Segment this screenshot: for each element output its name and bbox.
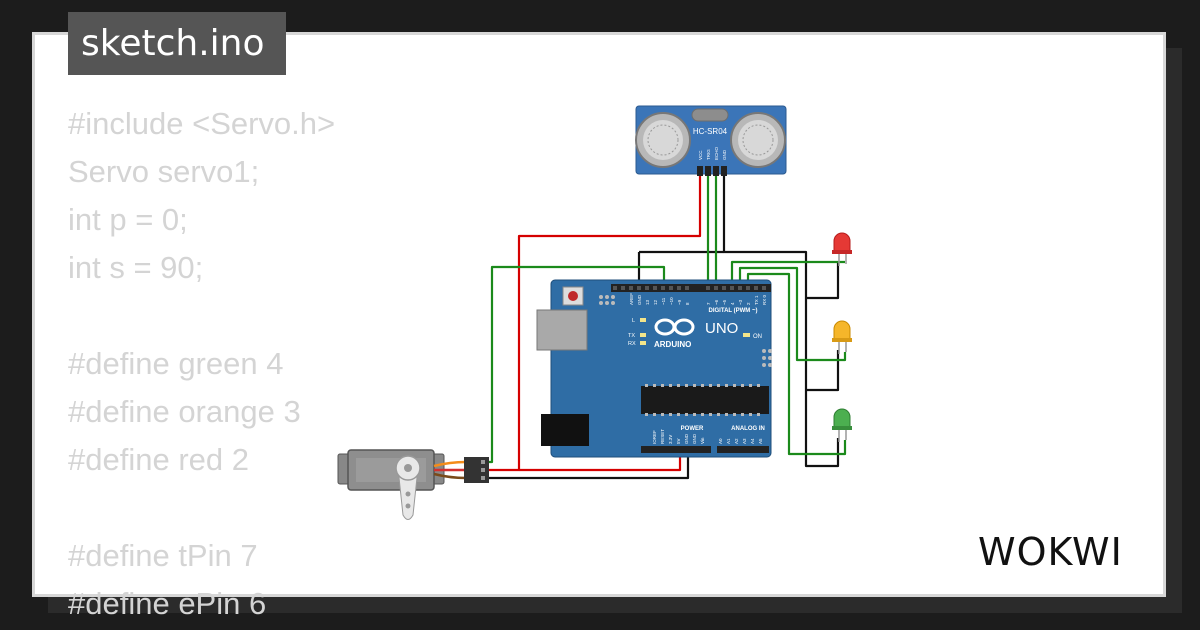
analog-pin-label: A4 [750,438,755,444]
on-led [743,333,750,337]
analog-pin-label: A1 [726,438,731,444]
led-green[interactable] [832,408,852,442]
icsp-header-2 [762,349,772,367]
pin-label-digital: 13 [645,299,650,305]
pin-label-digital: ~9 [677,299,682,305]
power-pin-label: 5V [676,438,681,444]
board-led-label: RX [628,341,636,347]
wire-black-led-orange [804,298,840,392]
pin-label-digital: ~10 [669,297,674,305]
pin-label-digital: 2 [746,302,751,305]
usb-port [536,309,588,351]
code-line: #define green 4 [68,346,284,381]
sensor-pin-headers [697,166,727,176]
power-pin-label: 3.3V [668,435,673,444]
analog-header [717,446,769,453]
pin-label-gnd: GND [637,294,642,305]
atmega-chip [641,384,769,416]
sensor-transducer-right [730,112,786,168]
led-orange[interactable] [832,320,852,354]
wokwi-logo: WOKWI [978,530,1123,574]
power-label: POWER [681,426,704,432]
pin-label-digital: ~6 [714,299,719,305]
board-led-label: TX [628,333,635,339]
pin-label-digital: 4 [730,302,735,305]
analog-pin-label: A2 [734,438,739,444]
arduino-logo-icon [654,318,695,336]
led-red[interactable] [832,232,852,266]
sensor-pin-label: VCC [698,150,703,160]
board-led-label: L [632,318,635,324]
wire-green-led-red [730,260,845,284]
pin-label-digital: ~5 [722,299,727,305]
code-line: int p = 0; [68,202,188,237]
pin-label-digital: RX 0 [762,294,767,305]
power-header [641,446,711,453]
sensor-model-label: HC-SR04 [693,127,728,136]
digital-header [611,284,771,292]
code-line: Servo servo1; [68,154,260,189]
board-leds [640,318,646,345]
wire-black-sensor-gnd [722,168,840,300]
pin-label-aref: AREF [629,293,634,305]
pin-label-digital: 8 [685,302,690,305]
code-line: #define ePin 6 [68,586,267,621]
analog-pin-label: A0 [718,438,723,444]
sketch-title-tab[interactable]: sketch.ino [68,12,286,75]
code-line: #define orange 3 [68,394,301,429]
sensor-pin-label: TRIG [706,149,711,160]
servo-connector [464,457,489,483]
pin-label-digital: 12 [653,299,658,305]
wire-black-led-green [804,390,840,468]
analog-in-label: ANALOG IN [731,426,765,432]
wokwi-brand-text: WOKWI [978,530,1123,574]
pin-label-digital: ~11 [661,297,666,305]
power-pin-label: RESET [660,429,665,444]
sensor-pin-label: GND [722,149,727,160]
code-line: int s = 90; [68,250,204,285]
on-label: ON [753,334,762,340]
pin-label-digital: TX 1 [754,295,759,305]
wire-red-vcc [479,168,702,472]
code-preview: #include <Servo.h> Servo servo1; int p =… [68,100,468,621]
pin-label-digital: ~3 [738,299,743,305]
code-line: #include <Servo.h> [68,106,336,141]
analog-pin-label: A3 [742,438,747,444]
digital-header-pins [613,286,766,290]
power-jack [541,414,589,446]
sensor-pin-label: ECHO [714,146,719,160]
servo-cable [433,460,467,480]
servo-motor[interactable] [337,449,489,520]
arduino-uno-board[interactable]: AREF GND 13 12 ~11 ~10 ~9 8 7 ~6 ~5 4 ~3… [536,279,772,458]
power-pin-label: GND [692,433,697,444]
icsp-header [599,295,615,305]
code-line: #define red 2 [68,442,249,477]
sensor-transducer-left [635,112,691,168]
arduino-brand-label: ARDUINO [654,340,691,349]
sketch-title: sketch.ino [81,23,265,64]
wire-green-led-green [746,272,847,456]
code-line: #define tPin 7 [68,538,258,573]
uno-model-label: UNO [705,320,738,337]
pin-label-digital: 7 [706,302,711,305]
power-pin-label: GND [684,433,689,444]
hc-sr04-sensor[interactable]: HC-SR04 VCC TRIG ECHO GND [635,105,787,176]
analog-pin-label: A5 [758,438,763,444]
power-pin-label: IOREF [652,430,657,444]
power-pin-label: Vin [700,437,705,444]
wire-green-led-orange [738,266,847,362]
digital-pwm-label: DIGITAL (PWM ~) [709,308,758,314]
